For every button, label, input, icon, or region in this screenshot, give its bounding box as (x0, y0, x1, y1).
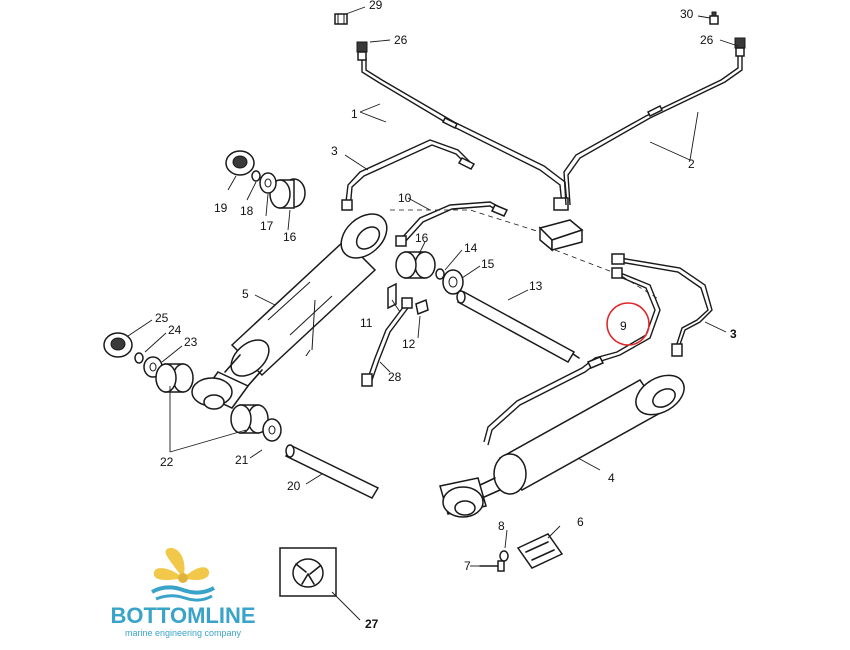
clip-12 (415, 298, 429, 316)
bushing-22a (155, 363, 194, 393)
label-17: 17 (260, 219, 274, 233)
hose-2 (563, 37, 746, 206)
label-10: 10 (398, 191, 412, 205)
label-18: 18 (240, 204, 254, 218)
label-13: 13 (529, 279, 543, 293)
nut-18 (251, 170, 261, 182)
label-14: 14 (464, 241, 478, 255)
label-26-left: 26 (394, 33, 408, 47)
bushing-27-detail (279, 547, 337, 597)
propeller-icon (153, 548, 210, 583)
waves-icon (151, 585, 215, 602)
screw-7 (479, 560, 505, 572)
trim-cylinder-4 (439, 374, 685, 518)
brand-name: BOTTOMLINE (110, 603, 256, 628)
label-27: 27 (365, 617, 379, 631)
label-21: 21 (235, 453, 249, 467)
label-15: 15 (481, 257, 495, 271)
label-8: 8 (498, 519, 505, 533)
nut-24 (134, 352, 144, 364)
label-23: 23 (184, 335, 198, 349)
label-9: 9 (620, 319, 627, 333)
label-6: 6 (577, 515, 584, 529)
bushing-16-middle (395, 251, 436, 279)
anode-6 (516, 533, 564, 569)
highlight-circle (606, 302, 650, 346)
bracket-25 (103, 332, 133, 358)
label-20: 20 (287, 479, 301, 493)
bushing-16-upper (269, 178, 306, 209)
label-28: 28 (388, 370, 402, 384)
label-16-upper: 16 (283, 230, 297, 244)
label-22: 22 (160, 455, 174, 469)
manifold-block (538, 219, 584, 252)
ground-strap-28 (361, 297, 413, 387)
pin-13 (456, 290, 580, 364)
label-19: 19 (214, 201, 228, 215)
bottomline-logo (151, 548, 215, 602)
label-3-right: 3 (730, 327, 737, 341)
brand-tagline: marine engineering company (124, 628, 242, 638)
hose-3-right (611, 253, 713, 357)
pin-20 (284, 444, 380, 499)
label-24: 24 (168, 323, 182, 337)
washer-17 (259, 172, 277, 194)
label-2: 2 (688, 157, 695, 171)
callout-labels: 29 26 1 2 3 10 5 16 14 15 13 11 12 28 9 … (155, 0, 737, 631)
bracket-19 (225, 150, 255, 176)
label-11: 11 (360, 316, 373, 330)
label-7: 7 (464, 559, 471, 573)
trim-cylinder-5 (191, 213, 388, 410)
label-3-upper: 3 (331, 144, 338, 158)
hose-1 (356, 41, 569, 211)
washer-8 (499, 550, 509, 562)
washer-15 (442, 269, 464, 295)
fitting-30 (709, 11, 719, 25)
label-1: 1 (351, 107, 358, 121)
label-16-middle: 16 (415, 231, 429, 245)
label-26-right: 26 (700, 33, 714, 47)
label-29: 29 (369, 0, 383, 12)
label-5: 5 (242, 287, 249, 301)
bracket-11 (387, 282, 397, 310)
fitting-29 (334, 13, 348, 25)
label-30: 30 (680, 7, 694, 21)
hose-10 (395, 201, 509, 247)
washer-21 (262, 418, 282, 442)
label-25: 25 (155, 311, 169, 325)
hose-3-upper (341, 139, 476, 211)
leader-lines (127, 6, 739, 621)
washer-14 (435, 268, 445, 280)
label-12: 12 (402, 337, 416, 351)
label-4: 4 (608, 471, 615, 485)
hose-9 (483, 267, 661, 446)
